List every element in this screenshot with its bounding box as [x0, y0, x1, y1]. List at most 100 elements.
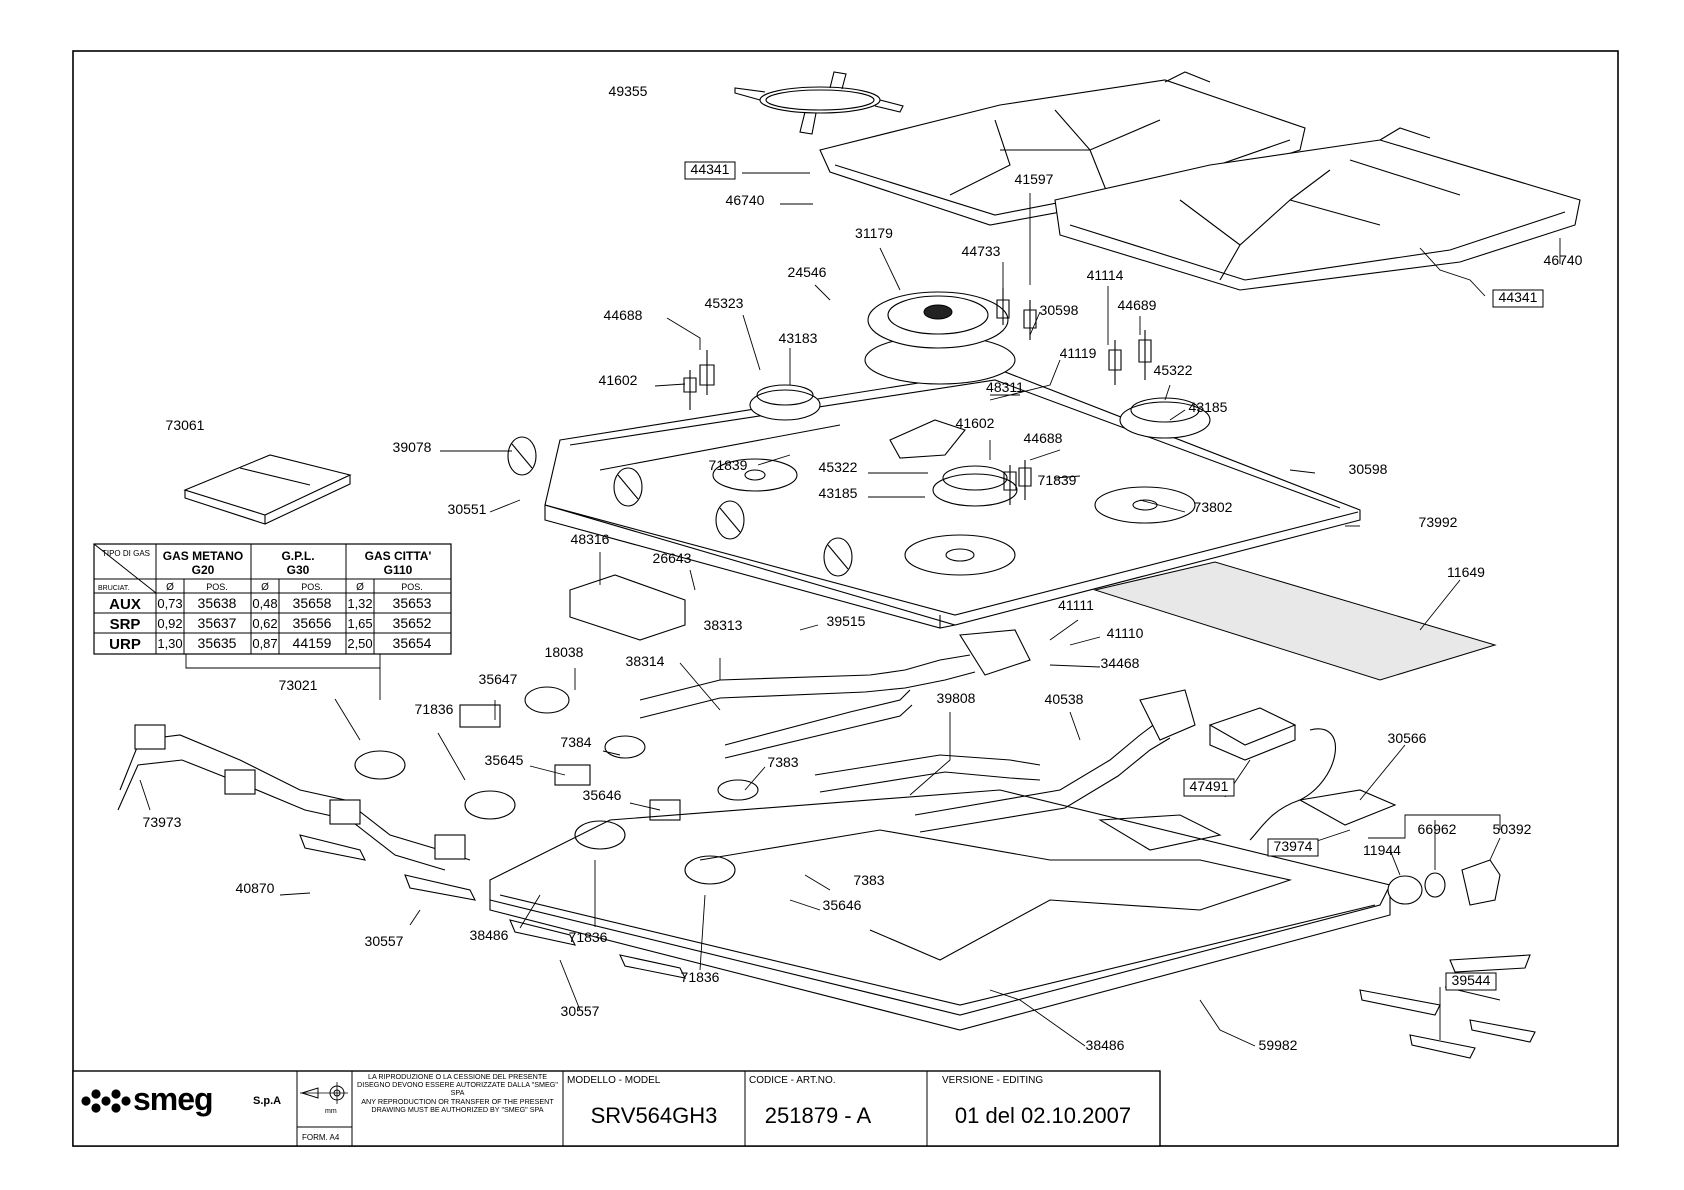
code-value: 251879 - A	[765, 1103, 872, 1128]
part-number: 30557	[561, 1003, 600, 1019]
part-number-box	[1183, 778, 1235, 797]
part-callout-39515: 39515	[827, 613, 866, 629]
part-callout-41602: 41602	[956, 415, 995, 431]
part-callout-38486: 38486	[1086, 1037, 1125, 1053]
part-number: 39515	[827, 613, 866, 629]
sub-pos-3: POS.	[401, 582, 423, 592]
ignition-plugs-art	[683, 288, 1152, 505]
part-number: 30557	[365, 933, 404, 949]
part-number: 38313	[704, 617, 743, 633]
part-number: 44688	[604, 307, 643, 323]
part-number: 35647	[479, 671, 518, 687]
table-cell: 0,87	[252, 636, 277, 651]
part-number: 43185	[819, 485, 858, 501]
trivet-ring-art	[734, 71, 904, 135]
part-number: 44688	[1024, 430, 1063, 446]
table-cell: 0,62	[252, 616, 277, 631]
part-number: 35646	[823, 897, 862, 913]
part-number: 44733	[962, 243, 1001, 259]
part-number: 46740	[726, 192, 765, 208]
part-number: 41602	[599, 372, 638, 388]
gas-group-code-1: G20	[192, 563, 215, 577]
sub-diam-1: Ø	[166, 582, 174, 593]
part-number: 43185	[1189, 399, 1228, 415]
part-number: 59982	[1259, 1037, 1298, 1053]
part-callout-73992: 73992	[1419, 514, 1458, 530]
part-number: 71836	[415, 701, 454, 717]
part-number: 39808	[937, 690, 976, 706]
part-number: 18038	[545, 644, 584, 660]
gas-group-name-1: GAS METANO	[163, 549, 243, 563]
part-callout-35646: 35646	[823, 897, 862, 913]
table-cell: 44159	[293, 635, 332, 651]
part-callout-30566: 30566	[1388, 730, 1427, 746]
part-callout-73021: 73021	[279, 677, 318, 693]
part-number: 7384	[560, 734, 591, 750]
part-number: 26643	[653, 550, 692, 566]
brand-logo: smeg	[133, 1081, 213, 1117]
artwork	[117, 71, 1581, 1059]
part-number: 71839	[709, 457, 748, 473]
part-callout-46740: 46740	[726, 192, 765, 208]
terminal-block-art	[1208, 707, 1336, 841]
part-number: 31179	[855, 225, 893, 241]
table-cell: 1,30	[157, 636, 182, 651]
part-callout-41111: 41111	[1058, 597, 1094, 613]
model-value: SRV564GH3	[591, 1103, 718, 1128]
reproduction-notice: LA RIPRODUZIONE O LA CESSIONE DEL PRESEN…	[357, 1073, 558, 1114]
part-callout-45323: 45323	[705, 295, 744, 311]
part-callout-71839: 71839	[1038, 472, 1077, 488]
brackets-art	[299, 834, 1536, 1059]
part-callout-38313: 38313	[704, 617, 743, 633]
burner-label: SRP	[110, 616, 141, 633]
sub-pos-2: POS.	[301, 582, 323, 592]
part-callout-30598: 30598	[1040, 302, 1079, 318]
company-suffix: S.p.A	[253, 1095, 281, 1107]
part-callout-73973: 73973	[143, 814, 182, 830]
part-number: 30566	[1388, 730, 1427, 746]
title-block: smeg S.p.A mm FORM. A4 LA RIPRODUZIONE O…	[72, 1070, 1161, 1147]
part-callout-48311: 48311	[986, 379, 1024, 395]
part-callout-30598: 30598	[1349, 461, 1388, 477]
part-number-box	[684, 161, 736, 180]
part-number: 73021	[279, 677, 318, 693]
part-number-box	[1492, 289, 1544, 308]
part-number: 41119	[1060, 345, 1097, 361]
table-cell: 35653	[393, 595, 432, 611]
table-cell: 1,32	[347, 596, 372, 611]
part-number: 46740	[1544, 252, 1583, 268]
part-number: 41114	[1087, 267, 1124, 283]
part-callout-30551: 30551	[448, 501, 487, 517]
part-number: 45322	[1154, 362, 1193, 378]
table-cell: 35656	[293, 615, 332, 631]
part-labels: 4935544341467404159731179447334674044341…	[143, 83, 1583, 1053]
wiring-harness-art	[117, 724, 471, 871]
part-callout-48316: 48316	[571, 531, 610, 547]
gas-pipes-art	[639, 629, 1196, 833]
part-number: 30551	[448, 501, 487, 517]
part-callout-26643: 26643	[653, 550, 692, 566]
filter-pad-art	[1093, 561, 1497, 681]
part-number: 41602	[956, 415, 995, 431]
base-tray-art	[489, 789, 1391, 1031]
part-number: 73992	[1419, 514, 1458, 530]
part-callout-41119: 41119	[1060, 345, 1097, 361]
part-callout-45322: 45322	[1154, 362, 1193, 378]
part-callout-34468: 34468	[1101, 655, 1140, 671]
part-callout-39544: 39544	[1445, 972, 1497, 991]
part-number: 49355	[609, 83, 648, 99]
table-cell: 35638	[198, 595, 237, 611]
connector-block-art	[569, 574, 686, 641]
part-number: 71836	[681, 969, 720, 985]
table-cell: 35637	[198, 615, 237, 631]
part-callout-47491: 47491	[1183, 778, 1235, 797]
table-cell: 35658	[293, 595, 332, 611]
burner-base-art	[889, 419, 966, 459]
fittings-art	[1387, 859, 1501, 906]
part-callout-71839: 71839	[709, 457, 748, 473]
gas-group-name-3: GAS CITTA'	[365, 549, 432, 563]
part-number: 34468	[1101, 655, 1140, 671]
part-callout-43185: 43185	[819, 485, 858, 501]
notice-italian: LA RIPRODUZIONE O LA CESSIONE DEL PRESEN…	[357, 1073, 558, 1098]
